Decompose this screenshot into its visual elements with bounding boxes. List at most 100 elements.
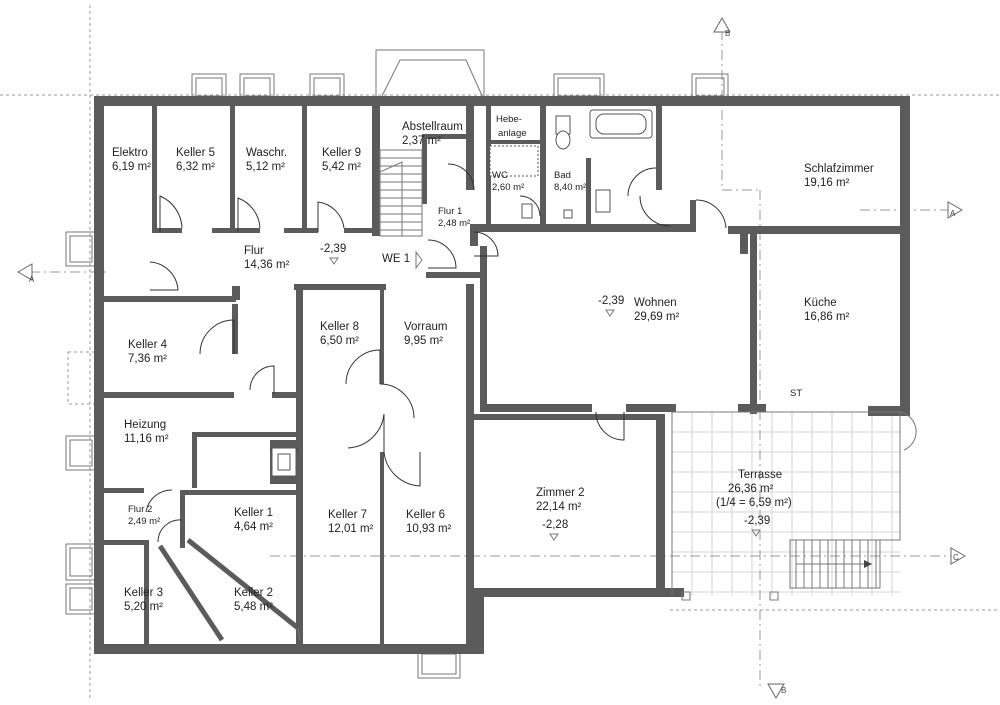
room-label-elektro: Elektro 6,19 m² <box>112 147 151 173</box>
stairs-main <box>379 149 423 237</box>
level-flur: -2,39 <box>320 243 346 265</box>
svg-text:Keller 3: Keller 3 <box>124 587 163 599</box>
svg-text:Küche: Küche <box>804 297 837 309</box>
svg-text:22,14 m²: 22,14 m² <box>536 501 582 513</box>
svg-text:14,36 m²: 14,36 m² <box>244 259 290 271</box>
svg-text:-2,39: -2,39 <box>320 243 346 255</box>
svg-text:4,64 m²: 4,64 m² <box>234 521 273 533</box>
section-marker-c: C <box>950 547 967 565</box>
svg-text:C: C <box>953 553 959 562</box>
section-marker-b-top: B <box>713 16 731 38</box>
svg-text:Bad: Bad <box>554 170 571 181</box>
level-zimmer2: -2,28 <box>542 519 568 541</box>
room-label-heizung: Heizung 11,16 m² <box>124 419 169 445</box>
room-label-abstellraum: Abstellraum 2,37 m² <box>402 121 463 147</box>
diagonal-wall <box>186 538 300 630</box>
terrace-tiles <box>671 411 902 597</box>
svg-text:-2,28: -2,28 <box>542 519 568 531</box>
svg-text:6,50 m²: 6,50 m² <box>320 335 359 347</box>
room-label-terrasse: Terrasse 26,36 m² (1/4 = 6,59 m²) <box>716 469 792 509</box>
room-label-keller2: Keller 2 5,48 m² <box>234 587 273 613</box>
svg-text:B: B <box>781 686 786 695</box>
svg-text:-2,39: -2,39 <box>598 295 624 307</box>
room-label-kueche: Küche 16,86 m² <box>804 297 850 323</box>
room-label-keller9: Keller 9 5,42 m² <box>322 147 361 173</box>
svg-text:Keller 2: Keller 2 <box>234 587 273 599</box>
apartment-label-we1: WE 1 <box>382 253 410 265</box>
svg-text:5,42 m²: 5,42 m² <box>322 161 361 173</box>
svg-text:7,36 m²: 7,36 m² <box>128 353 167 365</box>
svg-text:19,16 m²: 19,16 m² <box>804 177 850 189</box>
svg-text:Waschr.: Waschr. <box>246 147 287 159</box>
svg-text:29,69 m²: 29,69 m² <box>634 311 680 323</box>
svg-text:A: A <box>29 275 35 284</box>
svg-text:10,93 m²: 10,93 m² <box>406 523 452 535</box>
svg-text:Schlafzimmer: Schlafzimmer <box>804 163 874 175</box>
room-label-keller1: Keller 1 4,64 m² <box>234 507 273 533</box>
room-label-schlafzimmer: Schlafzimmer 19,16 m² <box>804 163 874 189</box>
terrace-outline <box>672 411 917 589</box>
svg-text:6,19 m²: 6,19 m² <box>112 161 151 173</box>
entry-arrow <box>415 250 423 270</box>
svg-text:(1/4 = 6,59 m²): (1/4 = 6,59 m²) <box>716 497 792 509</box>
svg-text:Hebe-: Hebe- <box>496 114 522 125</box>
svg-text:2,37 m²: 2,37 m² <box>402 135 441 147</box>
section-marker-b-bottom: B <box>767 683 786 700</box>
room-label-wc: WC 2,60 m² <box>492 170 524 193</box>
svg-text:Keller 4: Keller 4 <box>128 339 168 351</box>
svg-text:5,12 m²: 5,12 m² <box>246 161 285 173</box>
svg-text:-2,39: -2,39 <box>744 515 770 527</box>
light-wells <box>65 49 729 679</box>
svg-text:6,32 m²: 6,32 m² <box>176 161 215 173</box>
svg-text:2,60 m²: 2,60 m² <box>492 182 524 193</box>
diagonal-wall-2 <box>157 544 225 642</box>
svg-text:Terrasse: Terrasse <box>738 469 782 481</box>
svg-text:Flur 1: Flur 1 <box>438 206 462 217</box>
section-marker-a-right: A <box>947 201 964 219</box>
svg-text:11,16 m²: 11,16 m² <box>124 433 169 445</box>
svg-text:Keller 6: Keller 6 <box>406 509 445 521</box>
room-label-keller4: Keller 4 7,36 m² <box>128 339 168 365</box>
svg-text:anlage: anlage <box>498 128 527 139</box>
svg-text:Flur 2: Flur 2 <box>128 504 152 515</box>
room-label-flur2: Flur 2 2,49 m² <box>128 504 160 527</box>
room-label-flur: Flur 14,36 m² <box>244 245 290 271</box>
svg-text:2,49 m²: 2,49 m² <box>128 516 160 527</box>
svg-text:2,48 m²: 2,48 m² <box>438 218 470 229</box>
svg-text:Vorraum: Vorraum <box>404 321 447 333</box>
room-label-keller7: Keller 7 12,01 m² <box>328 509 374 535</box>
svg-text:Heizung: Heizung <box>124 419 166 431</box>
svg-text:26,36 m²: 26,36 m² <box>728 483 774 495</box>
svg-text:Zimmer 2: Zimmer 2 <box>536 487 585 499</box>
svg-text:Keller 8: Keller 8 <box>320 321 359 333</box>
outer-walls <box>94 96 910 654</box>
svg-text:Elektro: Elektro <box>112 147 148 159</box>
svg-text:Keller 1: Keller 1 <box>234 507 273 519</box>
bath-fixtures <box>271 109 653 477</box>
level-wohnen: -2,39 <box>598 295 624 317</box>
room-label-keller6: Keller 6 10,93 m² <box>406 509 452 535</box>
svg-text:Keller 7: Keller 7 <box>328 509 367 521</box>
level-terrasse: -2,39 <box>744 515 770 537</box>
svg-text:A: A <box>950 209 956 218</box>
room-label-hebeanlage: Hebe- anlage <box>496 114 527 139</box>
svg-text:12,01 m²: 12,01 m² <box>328 523 374 535</box>
room-label-vorraum: Vorraum 9,95 m² <box>404 321 447 347</box>
svg-text:B: B <box>725 29 730 38</box>
svg-text:8,40 m²: 8,40 m² <box>554 182 586 193</box>
svg-text:Keller 5: Keller 5 <box>176 147 215 159</box>
interior-walls <box>104 106 900 648</box>
room-label-keller5: Keller 5 6,32 m² <box>176 147 215 173</box>
svg-text:5,20 m²: 5,20 m² <box>124 601 163 613</box>
room-label-flur1: Flur 1 2,48 m² <box>438 206 470 229</box>
svg-text:Flur: Flur <box>244 245 264 257</box>
room-label-waschr: Waschr. 5,12 m² <box>246 147 287 173</box>
svg-text:WC: WC <box>492 170 508 181</box>
svg-text:9,95 m²: 9,95 m² <box>404 335 443 347</box>
room-label-zimmer2: Zimmer 2 22,14 m² <box>536 487 585 513</box>
svg-text:Abstellraum: Abstellraum <box>402 121 463 133</box>
room-label-keller3: Keller 3 5,20 m² <box>124 587 163 613</box>
room-label-keller8: Keller 8 6,50 m² <box>320 321 359 347</box>
svg-text:Wohnen: Wohnen <box>634 297 677 309</box>
